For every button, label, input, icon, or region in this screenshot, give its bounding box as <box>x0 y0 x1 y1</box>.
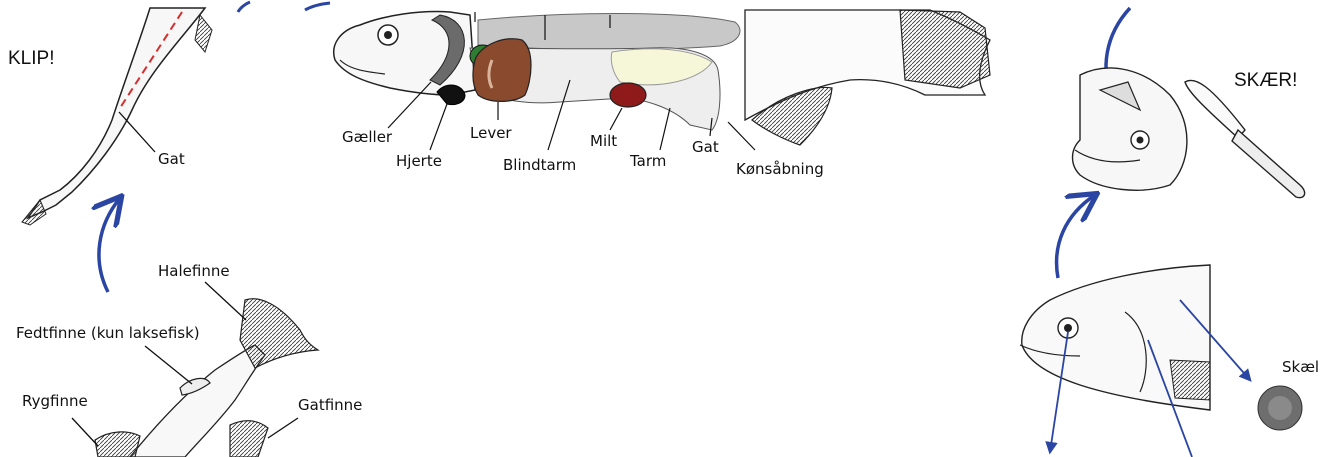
intestine-label: Tarm <box>630 152 666 170</box>
slice-title: SKÆR! <box>1234 70 1297 92</box>
arrow-icon <box>305 3 330 10</box>
vent-label-top: Gat <box>158 150 185 168</box>
arrow-icon <box>238 2 250 12</box>
knife-icon <box>1185 80 1305 197</box>
vent-label: Gat <box>692 138 719 156</box>
fish-head-cut-illustration <box>1073 68 1187 190</box>
liver-label: Lever <box>470 124 512 142</box>
cut-title: KLIP! <box>8 48 54 70</box>
fish-cut-illustration <box>22 8 212 225</box>
spleen <box>610 83 646 107</box>
genital-opening-label: Kønsåbning <box>736 160 824 178</box>
tail-fin-label: Halefinne <box>158 262 230 280</box>
anal-fin <box>230 421 268 457</box>
fish-body-outline <box>28 8 205 218</box>
tail-fin-top <box>900 10 990 88</box>
scale-label: Skæl <box>1282 358 1319 376</box>
gills-label: Gæller <box>342 128 392 146</box>
dorsal-fin <box>95 432 140 457</box>
dorsal-fin-label: Rygfinne <box>22 392 88 410</box>
heart <box>437 85 465 105</box>
fish-organs-illustration <box>334 10 990 150</box>
anal-fin-label: Gatfinne <box>298 396 362 414</box>
fish-fins-illustration <box>72 282 318 457</box>
tail-fin <box>240 299 318 368</box>
arrow-icon <box>99 198 120 292</box>
spleen-label: Milt <box>590 132 617 150</box>
arrow-icon <box>1057 195 1095 278</box>
pyloric-caeca-label: Blindtarm <box>503 156 576 174</box>
heart-label: Hjerte <box>396 152 442 170</box>
adipose-fin-label: Fedtfinne (kun laksefisk) <box>16 324 200 342</box>
fish-head-scale-illustration <box>1020 265 1302 430</box>
